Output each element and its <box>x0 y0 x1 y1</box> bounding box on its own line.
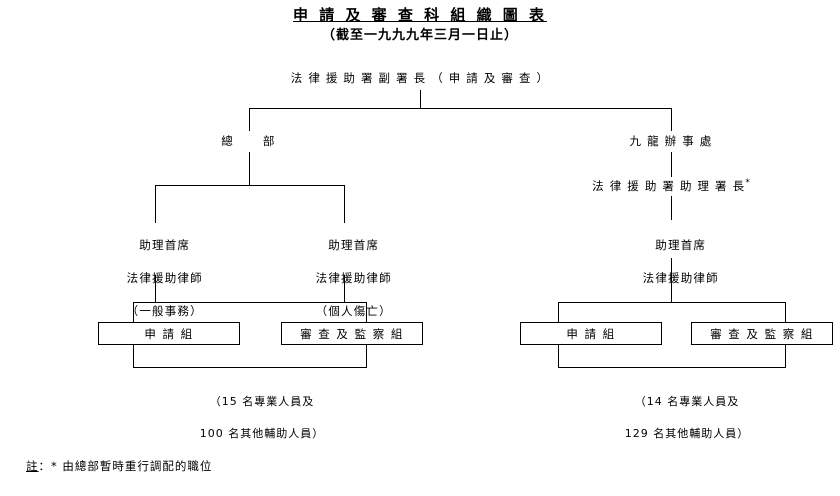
node-hq-personal-injury: 助理首席 法律援助律師 （個人傷亡） <box>296 220 392 337</box>
node-kowloon-principal-line2: 法律援助律師 <box>642 271 719 286</box>
box-hq-review-unit[interactable]: 審 查 及 監 察 組 <box>281 322 423 345</box>
node-kowloon-principal: 助理首席 法律援助律師 <box>623 220 719 303</box>
page-title: 申 請 及 審 查 科 組 織 圖 表 <box>292 6 548 24</box>
connector-hq-application-drop <box>133 302 134 322</box>
connector-hq-right-unit-stem <box>344 275 345 302</box>
node-kowloon-principal-line1: 助理首席 <box>655 237 707 252</box>
node-hq-general-line1: 助理首席 <box>139 237 191 252</box>
connector-kowloon-unit-stem <box>671 258 672 302</box>
connector-kln-application-foot <box>558 345 559 367</box>
connector-kln-review-foot <box>785 345 786 367</box>
staffing-kowloon-line1: （14 名專業人員及 <box>634 394 740 408</box>
footnote-label: 註 <box>26 459 39 473</box>
node-hq-pi-line3: （個人傷亡） <box>315 304 392 319</box>
box-kowloon-review-unit[interactable]: 審 查 及 監 察 組 <box>691 322 833 345</box>
box-kowloon-application-unit[interactable]: 申 請 組 <box>520 322 662 345</box>
connector-root-split <box>249 108 671 109</box>
staffing-hq-line2: 100 名其他輔助人員） <box>199 426 325 440</box>
connector-hq-left-unit-stem <box>155 275 156 302</box>
connector-root-stem <box>420 90 421 108</box>
connector-hq-unit-bar <box>133 302 366 303</box>
page-subtitle: （截至一九九九年三月一日止） <box>321 28 519 43</box>
connector-kowloon-unit-bar <box>558 302 785 303</box>
node-kowloon-office: 九 龍 辦 事 處 <box>629 134 713 148</box>
connector-hq-right-drop <box>344 185 345 223</box>
staffing-hq-line1: （15 名專業人員及 <box>209 394 315 408</box>
staffing-kowloon-line2: 129 名其他輔助人員） <box>624 426 750 440</box>
connector-kln-review-drop <box>785 302 786 322</box>
footnote-text: 由總部暫時重行調配的職位 <box>62 459 213 473</box>
footnote: 註：* 由總部暫時重行調配的職位 <box>26 458 212 475</box>
connector-kowloon-staffing-bar <box>558 367 786 368</box>
node-deputy-director: 法 律 援 助 署 副 署 長 （ 申 請 及 審 查 ） <box>290 71 550 85</box>
connector-hq-left-drop <box>155 185 156 223</box>
connector-to-hq <box>249 108 250 131</box>
node-hq-pi-line1: 助理首席 <box>328 237 380 252</box>
connector-kowloon-ad-stem <box>671 196 672 220</box>
footnote-separator: ： <box>38 459 51 473</box>
node-headquarters: 總 部 <box>221 134 277 148</box>
connector-kln-application-drop <box>558 302 559 322</box>
connector-hq-stem <box>249 152 250 185</box>
connector-hq-split <box>155 185 344 186</box>
footnote-marker-asterisk: * <box>745 178 750 188</box>
connector-kowloon-stem <box>671 152 672 177</box>
staffing-hq: （15 名專業人員及 100 名其他輔助人員） <box>182 378 325 458</box>
connector-hq-application-foot <box>133 345 134 367</box>
staffing-kowloon: （14 名專業人員及 129 名其他輔助人員） <box>607 378 750 458</box>
node-hq-general-duties: 助理首席 法律援助律師 （一般事務） <box>107 220 203 337</box>
footnote-asterisk: * <box>51 459 58 473</box>
connector-hq-review-drop <box>366 302 367 322</box>
node-hq-general-line3: （一般事務） <box>126 304 203 319</box>
node-kowloon-assistant-director: 法 律 援 助 署 助 理 署 長* <box>592 177 750 195</box>
node-hq-general-line2: 法律援助律師 <box>126 271 203 286</box>
connector-to-kowloon <box>671 108 672 131</box>
connector-hq-review-foot <box>366 345 367 367</box>
box-hq-application-unit[interactable]: 申 請 組 <box>98 322 240 345</box>
node-hq-pi-line2: 法律援助律師 <box>315 271 392 286</box>
connector-hq-staffing-bar <box>133 367 367 368</box>
node-kowloon-ad-text: 法 律 援 助 署 助 理 署 長 <box>592 178 746 193</box>
